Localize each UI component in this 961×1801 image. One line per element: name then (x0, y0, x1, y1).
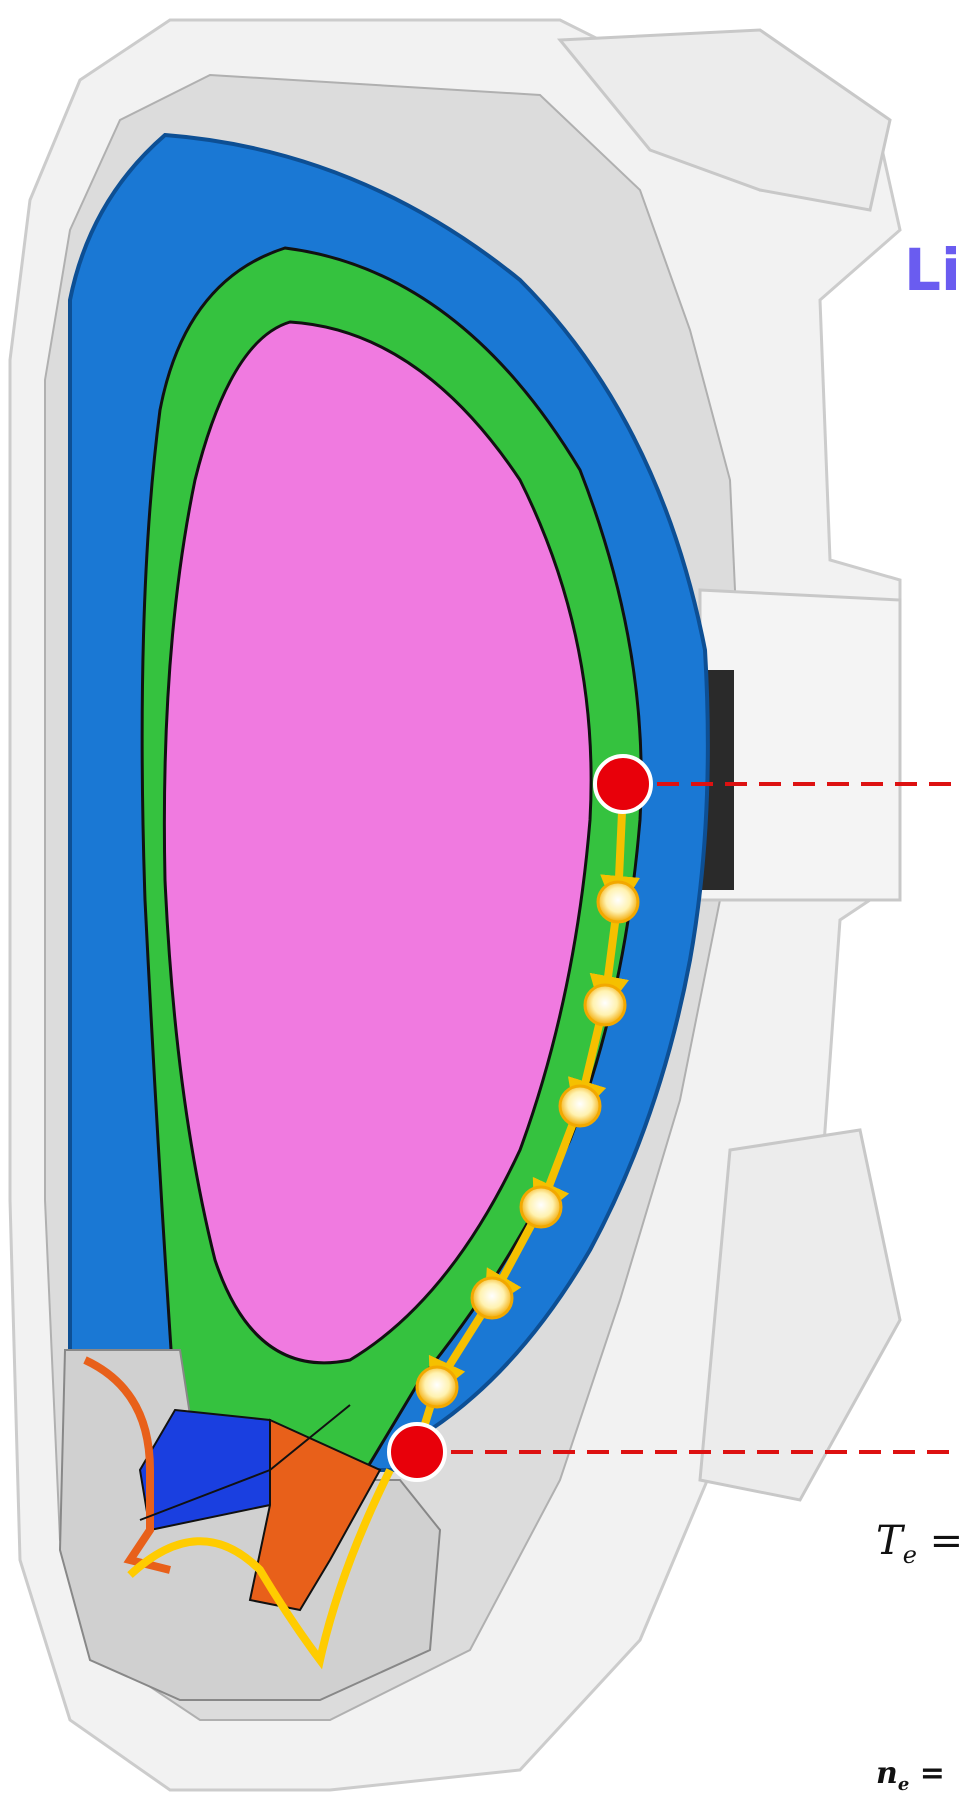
separatrix-leg (139, 1469, 271, 1521)
upper-port (556, 28, 892, 212)
beam-points (415, 880, 640, 1409)
separatrix-line (269, 1404, 351, 1471)
divertor-outer-leg (248, 1418, 382, 1612)
beam-point-icon (583, 983, 627, 1027)
electron-temperature-label: Te = (876, 1518, 961, 1569)
beam-point-icon (470, 1276, 514, 1320)
probe-marker-icon (593, 754, 653, 814)
probe-marker-icon (387, 1422, 447, 1482)
divertor-rim-inner (83, 1356, 171, 1574)
beam-point-icon (558, 1084, 602, 1128)
electron-density-label: ne = (876, 1756, 945, 1795)
divertor-rim-yellow (127, 1468, 394, 1670)
beam-point-icon (415, 1365, 459, 1409)
formula-ne-symbol: n (876, 1756, 898, 1791)
title-fragment: Li- (904, 236, 961, 304)
beam-point-icon (519, 1185, 563, 1229)
formula-ne-equals: = (909, 1756, 945, 1791)
lower-port (698, 1128, 902, 1502)
formula-te-equals: = (916, 1518, 961, 1564)
formula-ne-sub: e (897, 1774, 910, 1795)
formula-te-sub: e (902, 1541, 917, 1569)
beam-point-icon (596, 880, 640, 924)
formula-te-symbol: T (876, 1518, 903, 1564)
